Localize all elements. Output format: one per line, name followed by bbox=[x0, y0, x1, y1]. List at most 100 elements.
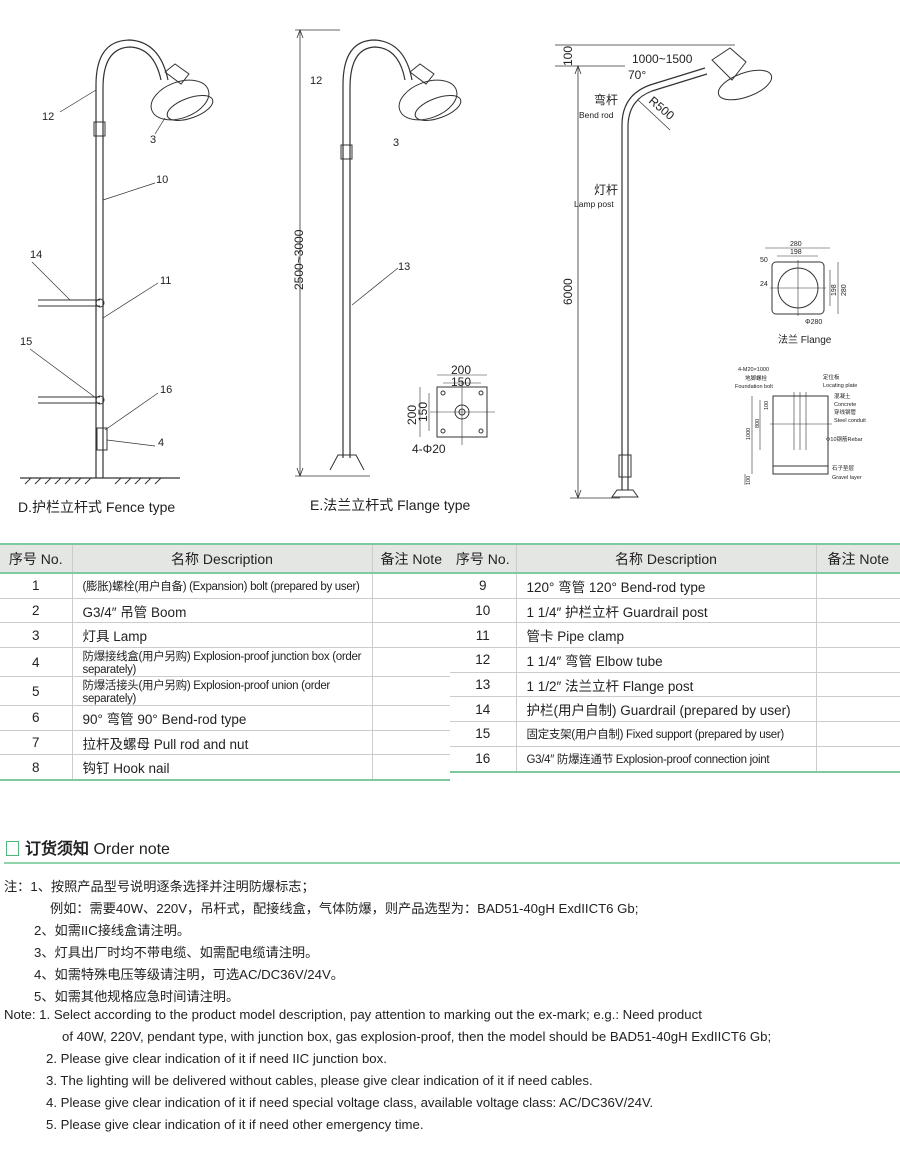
row-description: G3/4″ 防爆连通节 Explosion-proof connection j… bbox=[515, 746, 816, 773]
label: Steel conduit bbox=[834, 418, 866, 424]
row-number: 2 bbox=[0, 598, 72, 624]
header-note: 备注 Note bbox=[815, 543, 900, 574]
row-number: 4 bbox=[0, 647, 72, 678]
order-note-line: 5、如需其他规格应急时间请注明。 bbox=[34, 989, 240, 1004]
dim: 280 bbox=[841, 284, 848, 296]
row-description: 1 1/4″ 护栏立杆 Guardrail post bbox=[515, 598, 816, 624]
dim: 100 bbox=[746, 476, 752, 485]
header-note: 备注 Note bbox=[371, 543, 450, 574]
flange-caption: 法兰 Flange bbox=[778, 333, 832, 346]
row-description: 灯具 Lamp bbox=[71, 622, 372, 649]
order-note-line: Note: 1. Select according to the product… bbox=[4, 1007, 702, 1022]
row-description: G3/4″ 吊管 Boom bbox=[71, 598, 372, 624]
row-description: 1 1/4″ 弯管 Elbow tube bbox=[515, 647, 816, 673]
row-note bbox=[371, 622, 450, 649]
callout-10: 10 bbox=[156, 174, 168, 186]
bend-rod-cn: 弯杆 bbox=[594, 92, 618, 107]
header-description: 名称 Description bbox=[515, 543, 816, 574]
row-number: 11 bbox=[450, 622, 516, 649]
dim-200: 200 bbox=[451, 363, 471, 377]
header-description: 名称 Description bbox=[71, 543, 372, 574]
dim-150-v: 150 bbox=[416, 402, 430, 422]
row-note bbox=[371, 647, 450, 678]
order-note-line: 4、如需特殊电压等级请注明，可选AC/DC36V/24V。 bbox=[34, 967, 344, 982]
row-note bbox=[815, 696, 900, 723]
header-no: 序号 No. bbox=[450, 543, 516, 574]
parts-table-left: 序号 No. 名称 Description 备注 Note 1(膨胀)螺栓(用户… bbox=[0, 543, 450, 782]
row-number: 14 bbox=[450, 696, 516, 723]
row-number: 1 bbox=[0, 573, 72, 599]
label: Gravel layer bbox=[832, 475, 862, 481]
callout-11: 11 bbox=[160, 275, 171, 287]
callout-4: 4 bbox=[158, 437, 164, 449]
dim: 50 bbox=[760, 257, 768, 264]
top-dimension: 100 bbox=[561, 46, 575, 66]
order-note-line: 4. Please give clear indication of it if… bbox=[46, 1095, 654, 1110]
foundation-drawing: 4-M20×1000 地脚螺栓 Foundation bolt 定位板 Loca… bbox=[735, 367, 866, 485]
row-description: 1 1/2″ 法兰立杆 Flange post bbox=[515, 672, 816, 698]
order-note-heading: 订货须知 Order note bbox=[6, 835, 170, 859]
reach-dimension: 1000~1500 bbox=[632, 52, 693, 66]
dim: 100 bbox=[764, 401, 770, 410]
header-no: 序号 No. bbox=[0, 543, 72, 574]
order-note-title-en: Order note bbox=[93, 841, 170, 858]
dim: 24 bbox=[760, 281, 768, 288]
flange-type-diagram: 2500~3000 12 3 13 200 150 200 150 4-Φ20 … bbox=[292, 28, 495, 513]
order-note-line: 2. Please give clear indication of it if… bbox=[46, 1051, 387, 1066]
fence-type-caption: D.护栏立杆式 Fence type bbox=[18, 499, 175, 515]
dim-200-v: 200 bbox=[405, 405, 419, 425]
row-description: (膨胀)螺栓(用户自备) (Expansion) bolt (prepared … bbox=[71, 573, 372, 599]
fence-type-diagram: 12 3 10 14 11 15 16 4 D.护栏立杆式 Fence type bbox=[18, 39, 214, 515]
callout-3: 3 bbox=[150, 134, 156, 146]
callout-16: 16 bbox=[160, 384, 172, 396]
order-note-line: 例如：需要40W、220V，吊杆式，配接线盒，气体防爆，则产品选型为：BAD51… bbox=[50, 901, 639, 916]
table-header: 序号 No. 名称 Description 备注 Note bbox=[450, 543, 900, 574]
checkbox-square-icon bbox=[6, 841, 19, 856]
dim: 800 bbox=[755, 419, 761, 428]
order-note-line: 2、如需IIC接线盒请注明。 bbox=[34, 923, 191, 938]
radius-label: R500 bbox=[646, 94, 677, 123]
dim: 1000 bbox=[746, 428, 752, 440]
row-number: 13 bbox=[450, 672, 516, 698]
order-note-line: of 40W, 220V, pendant type, with junctio… bbox=[62, 1029, 772, 1044]
row-note bbox=[371, 754, 450, 782]
row-note bbox=[371, 573, 450, 599]
label: Foundation bolt bbox=[735, 384, 773, 390]
dim: 198 bbox=[831, 284, 838, 296]
callout-12: 12 bbox=[310, 75, 322, 87]
row-number: 5 bbox=[0, 676, 72, 707]
dim: 280 bbox=[790, 241, 802, 248]
row-description: 防爆接线盒(用户另购) Explosion-proof junction box… bbox=[71, 647, 372, 678]
row-note bbox=[815, 622, 900, 649]
callout-12: 12 bbox=[42, 111, 54, 123]
row-note bbox=[815, 672, 900, 698]
height-dimension: 2500~3000 bbox=[292, 229, 306, 290]
dim: 198 bbox=[790, 249, 802, 256]
label: Locating plate bbox=[823, 383, 857, 389]
lamp-icon bbox=[150, 63, 214, 121]
row-note bbox=[371, 705, 450, 731]
lamp-icon bbox=[711, 47, 773, 101]
row-number: 15 bbox=[450, 721, 516, 747]
angle-label: 70° bbox=[628, 68, 646, 82]
flange-type-caption: E.法兰立杆式 Flange type bbox=[310, 497, 470, 513]
row-note bbox=[815, 647, 900, 673]
row-number: 7 bbox=[0, 730, 72, 756]
row-note bbox=[815, 721, 900, 747]
callout-3: 3 bbox=[393, 137, 399, 149]
table-header: 序号 No. 名称 Description 备注 Note bbox=[0, 543, 450, 574]
installation-diagrams: 12 3 10 14 11 15 16 4 D.护栏立杆式 Fence type… bbox=[18, 28, 866, 515]
